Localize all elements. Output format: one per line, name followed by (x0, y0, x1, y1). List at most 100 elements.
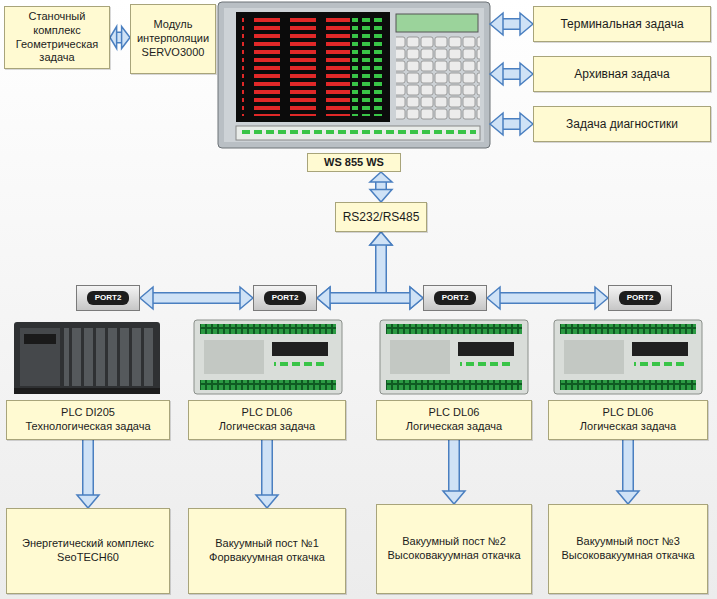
arrow-body (84, 440, 93, 502)
plc-terminals-top (560, 324, 696, 334)
arrow-head (520, 63, 533, 85)
node-text: PLC DL06 (429, 406, 480, 420)
node-text: Задача диагностики (566, 117, 678, 132)
arrow-head (370, 232, 392, 245)
node-text: Вакуумный пост №1 Форвакуумная откачка (194, 537, 340, 565)
task-box: PLC DL06Логическая задача (188, 400, 346, 440)
bus-arrow (110, 27, 130, 49)
arrow-outline (82, 440, 94, 502)
plc-body (554, 320, 702, 394)
port-connector: PORT2 (608, 285, 672, 311)
node-text: PORT2 (434, 291, 477, 305)
arrow-head (490, 113, 503, 135)
plc-cover (204, 340, 264, 374)
plc-body (194, 320, 342, 394)
arrow-head (410, 287, 423, 309)
plc-terminals-bottom (200, 380, 336, 390)
arrow-body (324, 294, 417, 303)
bus-arrow (490, 63, 533, 85)
screen-green-rows (352, 16, 386, 116)
arrow-body (494, 294, 602, 303)
plc-leds (634, 360, 684, 368)
arrow-body (450, 440, 459, 498)
node-text: PORT2 (619, 291, 662, 305)
cpu-label (24, 334, 56, 344)
arrow-body (263, 440, 272, 502)
task-box: Энергетический комплекс SeoTECH60 (6, 508, 170, 594)
node-text: RS232/RS485 (343, 210, 420, 225)
bus-arrow (256, 440, 278, 508)
task-box: Вакуумный пост №3 Высоковакуумная откачк… (548, 504, 708, 594)
arrow-outline (261, 440, 273, 502)
node-text: Технологическая задача (25, 420, 150, 434)
arrow-outline (324, 292, 417, 304)
node-text: WS 855 WS (307, 153, 401, 172)
arrow-head (240, 287, 253, 309)
plc-unit-image (554, 320, 702, 394)
operator-panel (218, 2, 490, 148)
strip-leds (240, 128, 476, 136)
plc-unit-image (380, 320, 528, 394)
rack-cpu (20, 328, 60, 386)
task-box: PLC DI205Технологическая задача (6, 400, 170, 440)
bus-arrow (490, 113, 533, 135)
panel-strip (236, 126, 480, 140)
arrow-body (624, 440, 633, 498)
arrow-head (317, 287, 330, 309)
arrow-head (410, 287, 423, 309)
arrow-head (140, 287, 153, 309)
bus-arrow (317, 287, 423, 309)
port-connector: PORT2 (253, 285, 317, 311)
panel-keypad (396, 36, 480, 120)
task-box: Вакуумный пост №1 Форвакуумная откачка (188, 508, 346, 594)
node-text: Логическая задача (406, 420, 502, 434)
node-text: PORT2 (264, 291, 307, 305)
task-box: Вакуумный пост №2 Высоковакуумная откачк… (376, 504, 532, 594)
task-box: Станочный комплекс Геометрическая задача (4, 6, 110, 69)
node-text: Логическая задача (580, 420, 676, 434)
node-text: Энергетический комплекс SeoTECH60 (12, 537, 164, 565)
arrow-head (520, 13, 533, 35)
plc-window (632, 342, 688, 356)
task-box: Терминальная задача (533, 6, 711, 42)
arrow-body (324, 239, 382, 299)
arrow-outline (494, 292, 602, 304)
panel-lcd (396, 14, 478, 32)
node-text: PLC DI205 (61, 406, 115, 420)
arrow-head (487, 287, 500, 309)
arrow-head (617, 491, 639, 504)
arrow-head (490, 63, 503, 85)
rack-body (14, 322, 160, 392)
plc-leds (274, 360, 324, 368)
arrow-head (256, 495, 278, 508)
plc-leds (460, 360, 510, 368)
arrow-head (110, 27, 117, 49)
plc-cover (390, 340, 450, 374)
plc-cover (564, 340, 624, 374)
arrow-outline (147, 292, 247, 304)
node-text: Логическая задача (219, 420, 315, 434)
arrow-outline (324, 239, 382, 299)
panel-screen (236, 12, 390, 122)
bus-arrow (140, 287, 253, 309)
task-box: RS232/RS485 (335, 202, 427, 232)
rack-base (14, 388, 160, 394)
screen-red-rows (242, 16, 350, 116)
node-text: Архивная задача (574, 67, 669, 82)
bus-arrow (490, 13, 533, 35)
node-text: Терминальная задача (560, 17, 683, 32)
task-box: Архивная задача (533, 56, 711, 92)
task-box: Модуль интерполяции SERVO3000 (130, 4, 216, 74)
bus-arrow (443, 440, 465, 504)
bus-arrow (617, 440, 639, 504)
plc-terminals-top (386, 324, 522, 334)
plc-terminals-bottom (560, 380, 696, 390)
panel-bezel (218, 2, 490, 148)
arrow-head (122, 27, 130, 49)
arrow-body (147, 294, 247, 303)
arrow-outline (622, 440, 634, 498)
node-text: PLC DL06 (603, 406, 654, 420)
arrow-head (77, 495, 99, 508)
